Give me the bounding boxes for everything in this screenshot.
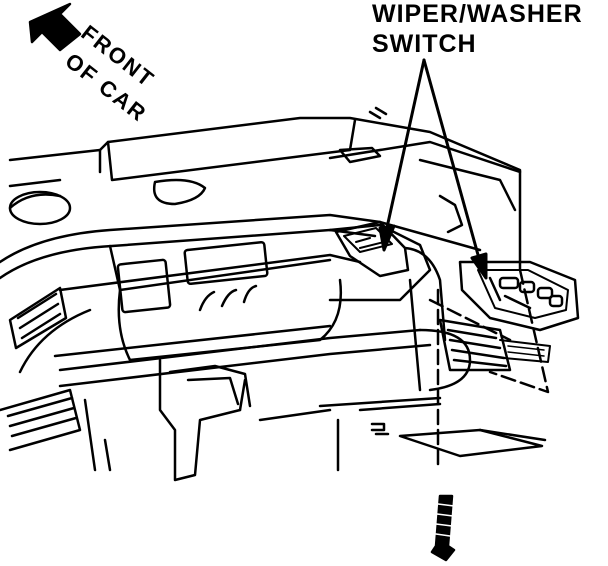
blower-housing	[8, 178, 207, 226]
front-arrow-icon	[28, 2, 82, 52]
firewall-outline	[8, 106, 522, 272]
cluster-openings	[116, 240, 269, 314]
callout-label-line1: WIPER/WASHER	[372, 0, 583, 28]
instrument-panel	[0, 213, 482, 392]
callout-leader-arrows	[378, 58, 488, 280]
callout-label-line2: SWITCH	[372, 30, 477, 58]
left-dash-vent	[0, 286, 82, 452]
steering-column-shroud	[328, 223, 447, 392]
lower-panel	[83, 358, 340, 482]
explode-lines	[428, 268, 550, 472]
right-dash-vent	[438, 318, 551, 372]
screw-icon	[430, 494, 456, 562]
wiper-switch-module	[458, 260, 580, 332]
wiper-switch-housing	[334, 220, 410, 278]
lower-trim-plate	[318, 396, 547, 458]
